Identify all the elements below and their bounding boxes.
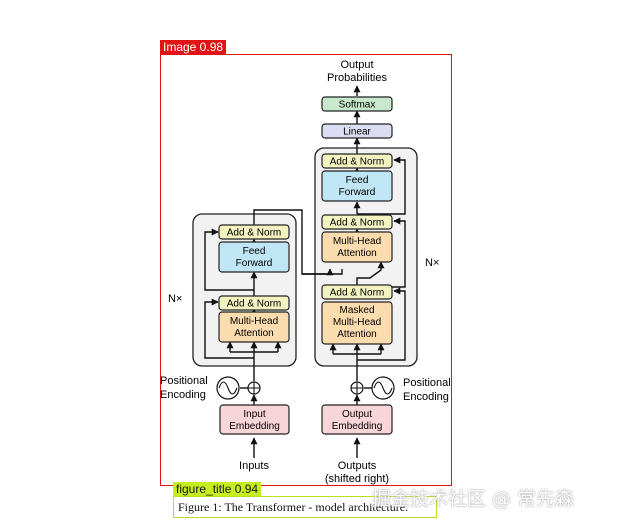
encoder-positional-label-2: Encoding	[160, 389, 206, 401]
encoder-sine-wave	[218, 381, 238, 395]
encoder-positional-label-1: Positional	[160, 375, 208, 387]
figure-title-detection-label: figure_title 0.94	[173, 482, 262, 496]
encoder-feed-forward-label-1: Feed	[243, 246, 266, 257]
masked-attention-label-1: Masked	[339, 305, 374, 316]
decoder-feed-forward	[321, 170, 393, 202]
decoder-plus-icon	[351, 382, 363, 394]
decoder-add-norm-middle-label: Add & Norm	[330, 218, 384, 229]
encoder-multi-head-attention	[218, 311, 290, 343]
masked-attention-label-2: Multi-Head	[333, 317, 381, 328]
encoder-plus-icon	[248, 382, 260, 394]
decoder-masked-multi-head-attention	[321, 301, 393, 345]
decoder-positional-label-1: Positional	[403, 377, 451, 389]
input-embedding-label-2: Embedding	[229, 421, 280, 432]
linear-block	[321, 123, 393, 139]
decoder-add-norm-bottom	[321, 284, 393, 300]
encoder-attention-label-2: Attention	[234, 328, 273, 339]
encoder-add-norm-top	[218, 224, 290, 240]
decoder-feed-forward-label-2: Forward	[339, 187, 376, 198]
decoder-sine-wave	[373, 381, 393, 395]
outputs-label-2: (shifted right)	[325, 473, 389, 485]
decoder-attention-label-2: Attention	[337, 248, 376, 259]
encoder-add-norm-bottom	[218, 295, 290, 311]
input-embedding-block	[219, 404, 290, 435]
watermark: 掘金技术社区 @ 常先森	[372, 488, 575, 510]
decoder-add-norm-top	[321, 153, 393, 169]
decoder-positional-label-2: Encoding	[403, 391, 449, 403]
decoder-feed-forward-label-1: Feed	[346, 175, 369, 186]
output-probabilities-label-1: Output	[340, 59, 373, 71]
encoder-add-norm-bottom-label: Add & Norm	[227, 299, 281, 310]
inputs-label: Inputs	[239, 460, 269, 472]
output-embedding-block	[321, 404, 393, 435]
encoder-feed-forward	[218, 241, 290, 273]
output-embedding-label-1: Output	[342, 409, 372, 420]
encoder-nx-label: N×	[168, 293, 182, 305]
masked-attention-label-3: Attention	[337, 329, 376, 340]
decoder-add-norm-bottom-label: Add & Norm	[330, 288, 384, 299]
output-probabilities-label-2: Probabilities	[327, 72, 387, 84]
output-embedding-label-2: Embedding	[332, 421, 383, 432]
outputs-label-1: Outputs	[338, 460, 377, 472]
figure-title-detection-box	[173, 496, 437, 518]
connectors	[204, 85, 406, 458]
softmax-label: Softmax	[339, 100, 376, 111]
encoder-add-norm-top-label: Add & Norm	[227, 228, 281, 239]
linear-label: Linear	[343, 127, 371, 138]
decoder-attention-label-1: Multi-Head	[333, 236, 381, 247]
decoder-add-norm-top-label: Add & Norm	[330, 157, 384, 168]
encoder-feed-forward-label-2: Forward	[236, 258, 273, 269]
image-detection-box	[160, 54, 452, 486]
decoder-multi-head-attention	[321, 231, 393, 263]
decoder-add-norm-middle	[321, 214, 393, 230]
encoder-attention-label-1: Multi-Head	[230, 316, 278, 327]
figure-caption: Figure 1: The Transformer - model archit…	[178, 500, 409, 514]
softmax-block	[321, 96, 393, 112]
image-detection-label: Image 0.98	[160, 40, 227, 54]
decoder-nx-label: N×	[425, 257, 439, 269]
input-embedding-label-1: Input	[243, 409, 265, 420]
